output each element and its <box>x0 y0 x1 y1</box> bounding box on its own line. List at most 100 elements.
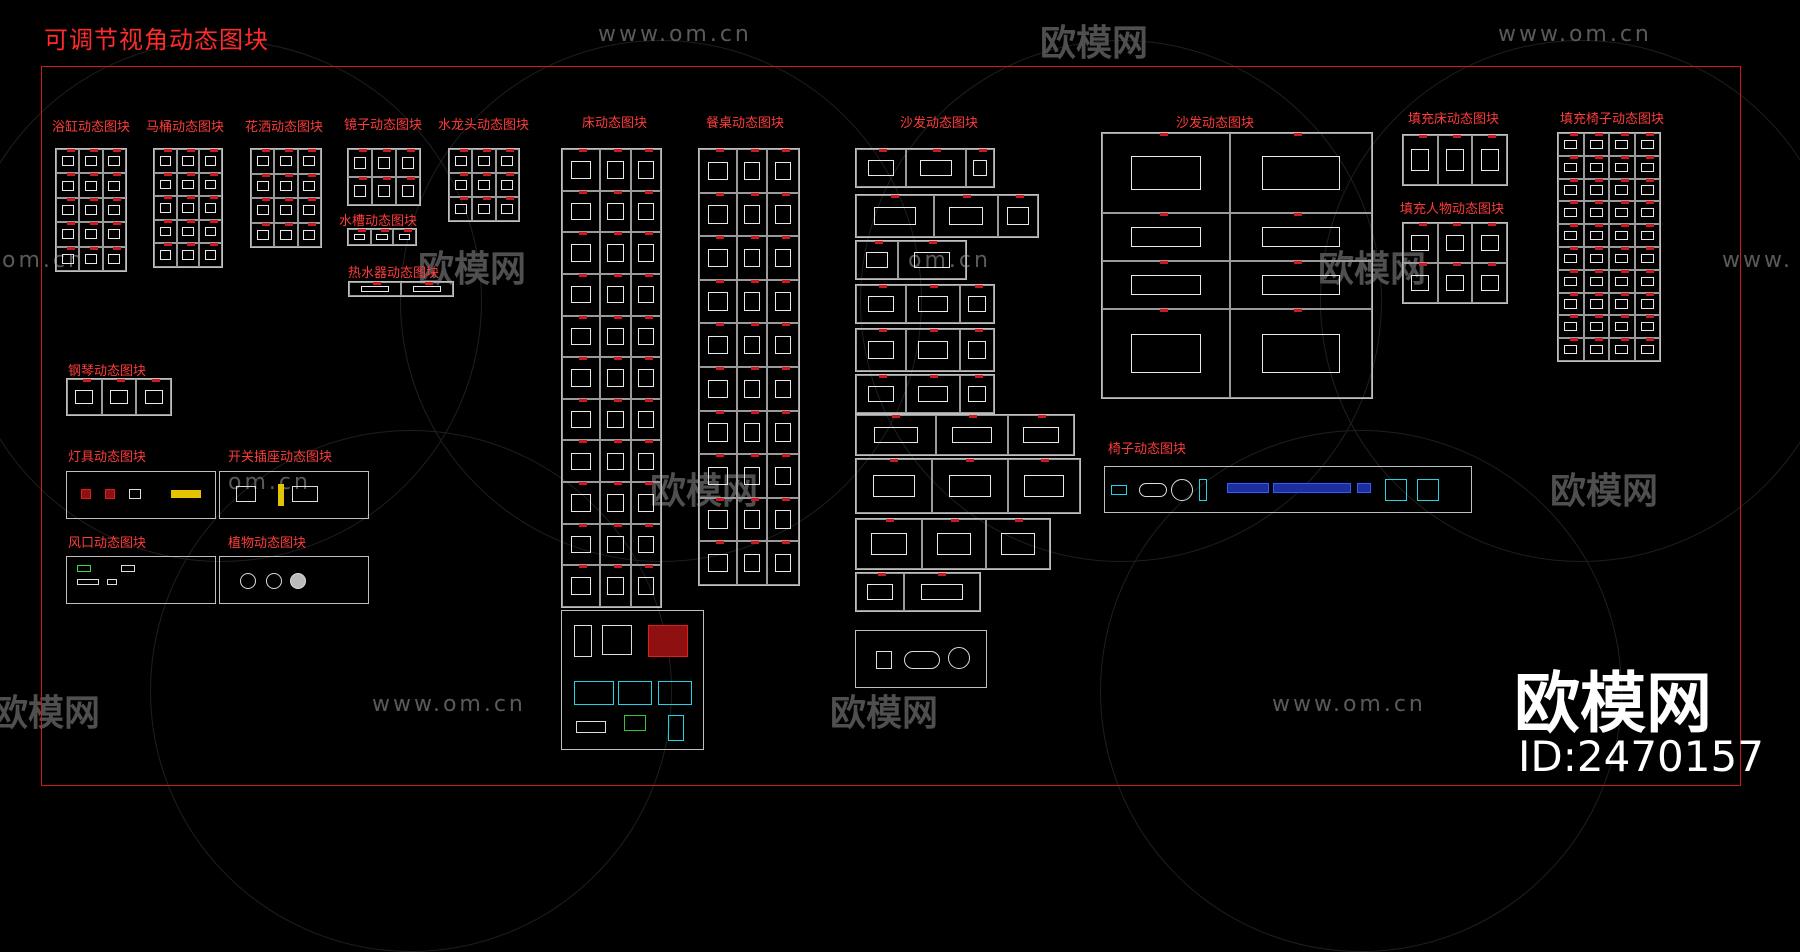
block-label-sofa-2: 沙发动态图块 <box>1176 116 1255 131</box>
model-id: ID:2470157 <box>1518 732 1764 781</box>
lamp-symbol <box>105 489 115 499</box>
block-label-chair: 椅子动态图块 <box>1108 442 1187 457</box>
vent-symbol <box>77 565 91 572</box>
block-label-toilet: 马桶动态图块 <box>146 120 225 135</box>
lamp-symbol <box>81 489 91 499</box>
watermark-brand: 欧模网 <box>830 693 939 734</box>
brand-logo: 欧模网 <box>1514 665 1712 742</box>
bed-symbol <box>574 681 614 705</box>
block-grid-sofa-1a[interactable] <box>855 148 995 188</box>
block-grid-sofa-1h[interactable] <box>855 458 1081 514</box>
switch-symbol <box>278 484 284 506</box>
sofa-symbol <box>904 651 940 669</box>
block-grid-sofa-1e[interactable] <box>855 328 995 372</box>
block-box-bed-extra[interactable] <box>561 610 704 750</box>
watermark-url: www.om.cn <box>372 692 526 717</box>
bed-symbol <box>576 721 606 733</box>
block-label-mirror: 镜子动态图块 <box>344 118 423 133</box>
bed-symbol <box>624 715 646 731</box>
plant-symbol <box>290 573 306 589</box>
block-grid-heater[interactable] <box>348 281 454 297</box>
block-label-dining: 餐桌动态图块 <box>706 116 785 131</box>
block-box-chair[interactable] <box>1104 466 1472 513</box>
block-label-fill-person: 填充人物动态图块 <box>1400 202 1505 217</box>
watermark-url: www.om.cn <box>598 22 752 47</box>
chair-symbol <box>1273 483 1351 493</box>
block-grid-faucet[interactable] <box>448 148 520 222</box>
block-grid-sofa-1j[interactable] <box>855 572 981 612</box>
switch-symbol <box>292 486 318 502</box>
block-label-sofa-1: 沙发动态图块 <box>900 116 979 131</box>
watermark-url: www.om.cn <box>1272 692 1426 717</box>
block-grid-sofa-2[interactable] <box>1101 132 1373 399</box>
block-grid-sofa-1c[interactable] <box>855 240 967 280</box>
watermark-url: www.om.cn <box>1498 22 1652 47</box>
block-grid-fill-chair[interactable] <box>1557 132 1661 362</box>
block-grid-sink[interactable] <box>347 228 417 246</box>
block-label-plant: 植物动态图块 <box>228 536 307 551</box>
vent-symbol <box>77 579 99 585</box>
watermark-brand: 欧模网 <box>1550 471 1659 512</box>
block-grid-sofa-1d[interactable] <box>855 284 995 324</box>
bed-symbol <box>574 625 592 657</box>
bed-symbol <box>658 681 692 705</box>
switch-symbol <box>236 486 256 502</box>
block-grid-piano[interactable] <box>66 378 172 416</box>
watermark-brand: 欧模网 <box>650 471 759 512</box>
block-grid-toilet[interactable] <box>153 148 223 268</box>
bed-symbol <box>668 715 684 741</box>
watermark-url: www. <box>1722 248 1793 273</box>
chair-symbol <box>1199 479 1207 501</box>
block-label-sink: 水槽动态图块 <box>339 214 418 229</box>
block-label-fill-bed: 填充床动态图块 <box>1408 112 1500 127</box>
block-grid-bed[interactable] <box>561 148 662 608</box>
block-box-vent[interactable] <box>66 556 216 604</box>
block-label-bed: 床动态图块 <box>582 116 648 131</box>
block-grid-sofa-1i[interactable] <box>855 518 1051 570</box>
block-label-bathtub: 浴缸动态图块 <box>52 120 131 135</box>
block-grid-fill-person[interactable] <box>1402 222 1508 304</box>
block-grid-fill-bed[interactable] <box>1402 134 1508 186</box>
chair-symbol <box>1357 483 1371 493</box>
block-label-piano: 钢琴动态图块 <box>68 364 147 379</box>
block-grid-sofa-1f[interactable] <box>855 374 995 414</box>
block-box-lamp[interactable] <box>66 471 216 519</box>
vent-symbol <box>107 579 117 585</box>
watermark-brand: 欧模网 <box>0 693 101 734</box>
block-grid-shower[interactable] <box>250 148 322 248</box>
block-box-sofa-1k[interactable] <box>855 630 987 688</box>
block-grid-sofa-1g[interactable] <box>855 414 1075 456</box>
block-grid-dining[interactable] <box>698 148 800 586</box>
chair-symbol <box>1417 479 1439 501</box>
bed-symbol <box>618 681 652 705</box>
block-grid-bathtub[interactable] <box>55 148 127 272</box>
bed-symbol <box>648 625 688 657</box>
block-box-switch[interactable] <box>219 471 369 519</box>
block-label-fill-chair: 填充椅子动态图块 <box>1560 112 1665 127</box>
block-label-shower: 花洒动态图块 <box>245 120 324 135</box>
plant-symbol <box>266 573 282 589</box>
block-label-heater: 热水器动态图块 <box>348 266 440 281</box>
sofa-symbol <box>948 647 970 669</box>
block-label-lamp: 灯具动态图块 <box>68 450 147 465</box>
page-title: 可调节视角动态图块 <box>44 26 269 54</box>
block-grid-sofa-1b[interactable] <box>855 194 1039 238</box>
watermark-url: om.cn <box>228 470 311 495</box>
lamp-symbol <box>129 489 141 499</box>
chair-symbol <box>1171 479 1193 501</box>
drawing-frame <box>41 66 1741 786</box>
watermark-brand: 欧模网 <box>1040 23 1149 64</box>
block-box-plant[interactable] <box>219 556 369 604</box>
chair-symbol <box>1227 483 1269 493</box>
lamp-symbol <box>171 490 201 498</box>
block-label-faucet: 水龙头动态图块 <box>438 118 530 133</box>
block-grid-mirror[interactable] <box>347 148 421 206</box>
chair-symbol <box>1139 483 1167 497</box>
vent-symbol <box>121 565 135 572</box>
chair-symbol <box>1111 485 1127 495</box>
sofa-symbol <box>876 651 892 669</box>
bed-symbol <box>602 625 632 655</box>
watermark-brand: 欧模网 <box>418 249 527 290</box>
plant-symbol <box>240 573 256 589</box>
block-label-vent: 风口动态图块 <box>68 536 147 551</box>
